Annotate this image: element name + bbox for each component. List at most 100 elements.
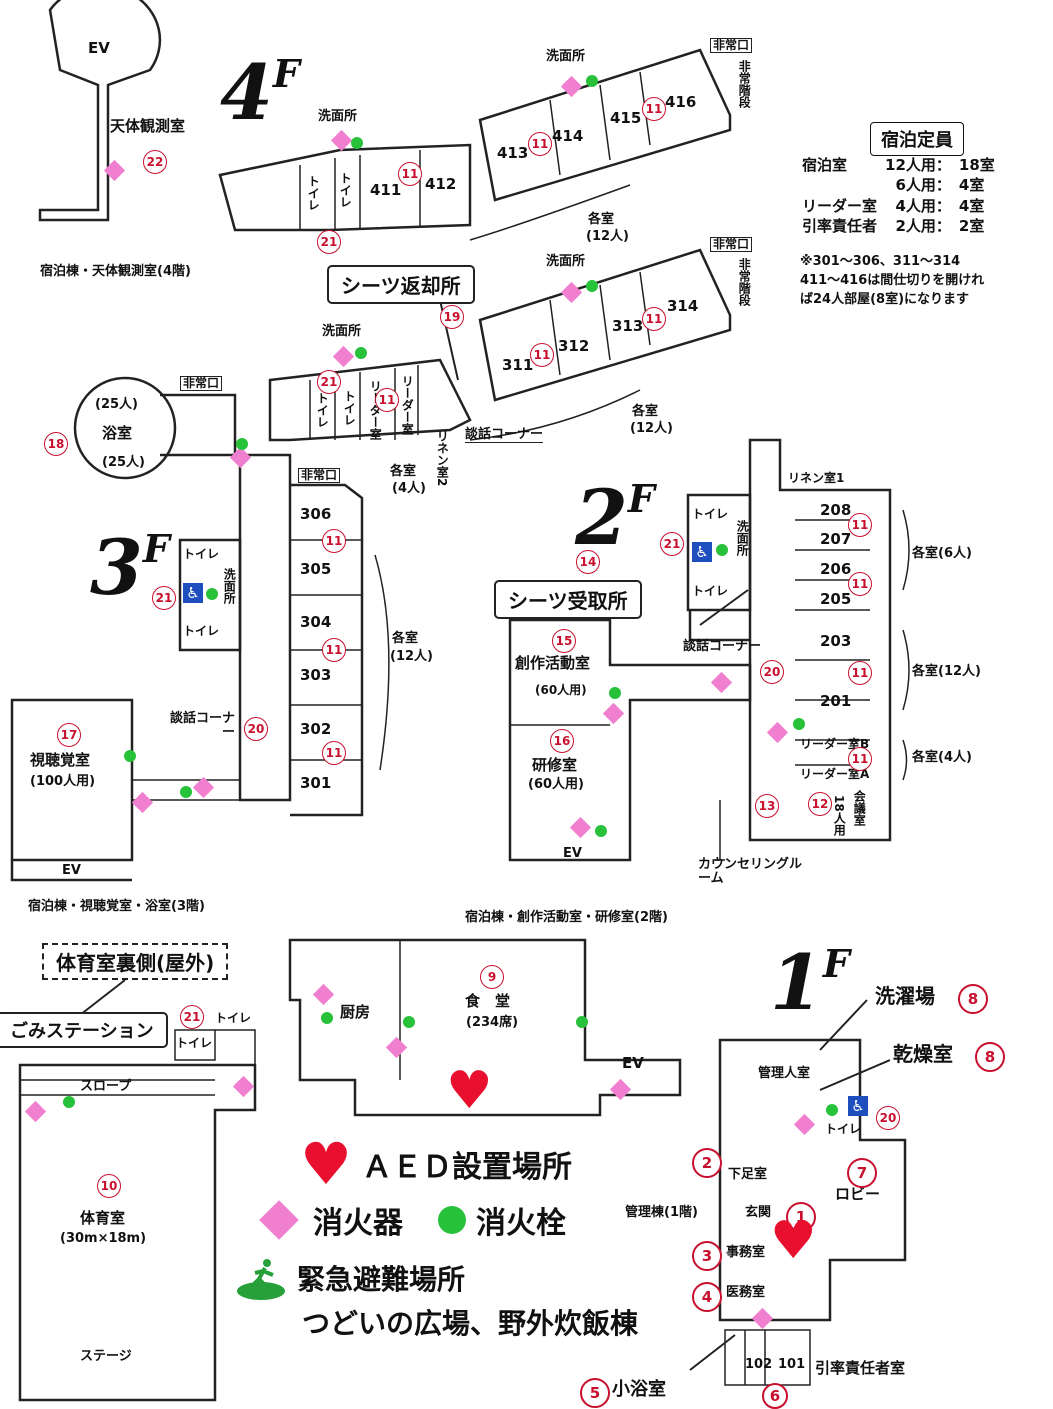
f4-room-413: 413 [497, 144, 529, 162]
marker-11: 11 [848, 513, 872, 537]
hydrant-marker [355, 347, 367, 359]
marker-21: 21 [180, 1005, 204, 1029]
f4-emergency-exit: 非常口 [710, 38, 753, 54]
aed-heart-icon: ♥ [446, 1061, 493, 1121]
f1-stage: ステージ [80, 1349, 132, 1364]
marker-11: 11 [322, 741, 346, 765]
marker-11: 11 [398, 162, 422, 186]
marker-14: 14 [576, 550, 600, 574]
f3-leader-room-1: リーダー室 [368, 380, 383, 440]
marker-11: 11 [848, 572, 872, 596]
f2-creative-room: 創作活動室 [515, 654, 591, 672]
marker-6: 6 [762, 1383, 788, 1409]
f3-each-12-left-label: 各室 [392, 631, 419, 646]
f2-room-207: 207 [820, 530, 852, 548]
f2-washroom: 洗面所 [735, 520, 750, 556]
f3-room-312: 312 [558, 337, 590, 355]
f1-shoe-room: 下足室 [728, 1167, 768, 1182]
f1-manager: 管理人室 [758, 1066, 811, 1081]
f3-toilet-3: トイレ [183, 547, 220, 561]
marker-11: 11 [528, 132, 552, 156]
garbage-station-label: ごみステーション [0, 1012, 168, 1048]
marker-11: 11 [530, 343, 554, 367]
marker-15: 15 [552, 629, 576, 653]
f1-entrance: 玄関 [745, 1205, 772, 1220]
marker-11: 11 [322, 638, 346, 662]
f3-linen-2: リネン室2 [435, 430, 450, 487]
f1-small-bath: 小浴室 [612, 1379, 666, 1400]
f3-toilet-1: トイレ [315, 392, 330, 428]
marker-11: 11 [375, 388, 399, 412]
f1-gym: 体育室 [80, 1209, 126, 1227]
f2-room-205: 205 [820, 590, 852, 608]
hydrant-marker [586, 75, 598, 87]
f3-washroom-side: 洗面所 [222, 568, 237, 604]
f2-training-room: 研修室 [532, 756, 578, 774]
marker-3: 3 [692, 1241, 722, 1271]
diamond-icon [259, 1200, 299, 1240]
f2-ev: EV [563, 846, 582, 861]
marker-2: 2 [692, 1148, 722, 1178]
f4-each-room: 各室 [588, 212, 615, 227]
f4-emergency-stairs: 非常階段 [737, 60, 752, 108]
f3-each-12-right-label: 各室 [632, 404, 659, 419]
f4-each-capacity: (12人) [586, 229, 629, 244]
f2-room-203: 203 [820, 632, 852, 650]
f3-bath-capacity-bottom: (25人) [102, 455, 145, 470]
f4-room-416: 416 [665, 93, 697, 111]
marker-21: 21 [660, 532, 684, 556]
circle-icon [438, 1206, 466, 1234]
floor-1-label: 1F [770, 938, 850, 1027]
marker-7: 7 [847, 1158, 877, 1188]
f3-room-314: 314 [667, 297, 699, 315]
f1-medical: 医務室 [726, 1285, 766, 1300]
f3-emergency-stairs: 非常階段 [737, 258, 752, 306]
f2-linen-1: リネン室1 [788, 471, 845, 485]
f3-each-12-right: (12人) [630, 421, 673, 436]
f2-conference-capacity: 18人用 [832, 795, 847, 836]
f3-lounge-left: 談話コーナー [169, 711, 235, 741]
hydrant-marker [576, 1016, 588, 1028]
marker-11: 11 [848, 661, 872, 685]
f2-caption: 宿泊棟・創作活動室・研修室(2階) [465, 910, 668, 925]
marker-16: 16 [550, 729, 574, 753]
marker-20: 20 [244, 717, 268, 741]
f1-gym-size: (30m×18m) [60, 1231, 147, 1246]
f4-room-415: 415 [610, 109, 642, 127]
f3-bath-capacity-top: (25人) [95, 397, 138, 412]
f4-ev: EV [88, 39, 110, 57]
marker-9: 9 [480, 965, 504, 989]
f3-room-311: 311 [502, 356, 534, 374]
marker-8: 8 [958, 984, 988, 1014]
gym-back-label: 体育室裏側(屋外) [42, 943, 229, 980]
capacity-row: 6人用：4室 [895, 176, 985, 195]
marker-20: 20 [876, 1106, 900, 1130]
marker-21: 21 [317, 370, 341, 394]
f2-creative-capacity: (60人用) [535, 683, 587, 697]
marker-1: 1 [786, 1202, 816, 1232]
f3-room-306: 306 [300, 505, 332, 523]
f2-room-206: 206 [820, 560, 852, 578]
f1-laundry: 洗濯場 [875, 984, 935, 1008]
floor-3-label: 3F [90, 523, 170, 612]
legend-evacuation: 緊急避難場所 [235, 1255, 465, 1301]
marker-4: 4 [692, 1282, 722, 1312]
hydrant-marker [595, 825, 607, 837]
f1-gym-toilet-1: トイレ [215, 1011, 252, 1025]
f3-room-305: 305 [300, 560, 332, 578]
hydrant-marker [403, 1016, 415, 1028]
f3-room-303: 303 [300, 666, 332, 684]
f4-room-414: 414 [552, 127, 584, 145]
marker-11: 11 [642, 307, 666, 331]
marker-10: 10 [97, 1174, 121, 1198]
marker-13: 13 [755, 794, 779, 818]
marker-8: 8 [975, 1042, 1005, 1072]
evacuation-icon [235, 1255, 287, 1301]
f3-lounge: 談話コーナー [465, 427, 544, 444]
hydrant-marker [124, 750, 136, 762]
f1-room-102: 102 [745, 1357, 773, 1372]
marker-22: 22 [143, 150, 167, 174]
